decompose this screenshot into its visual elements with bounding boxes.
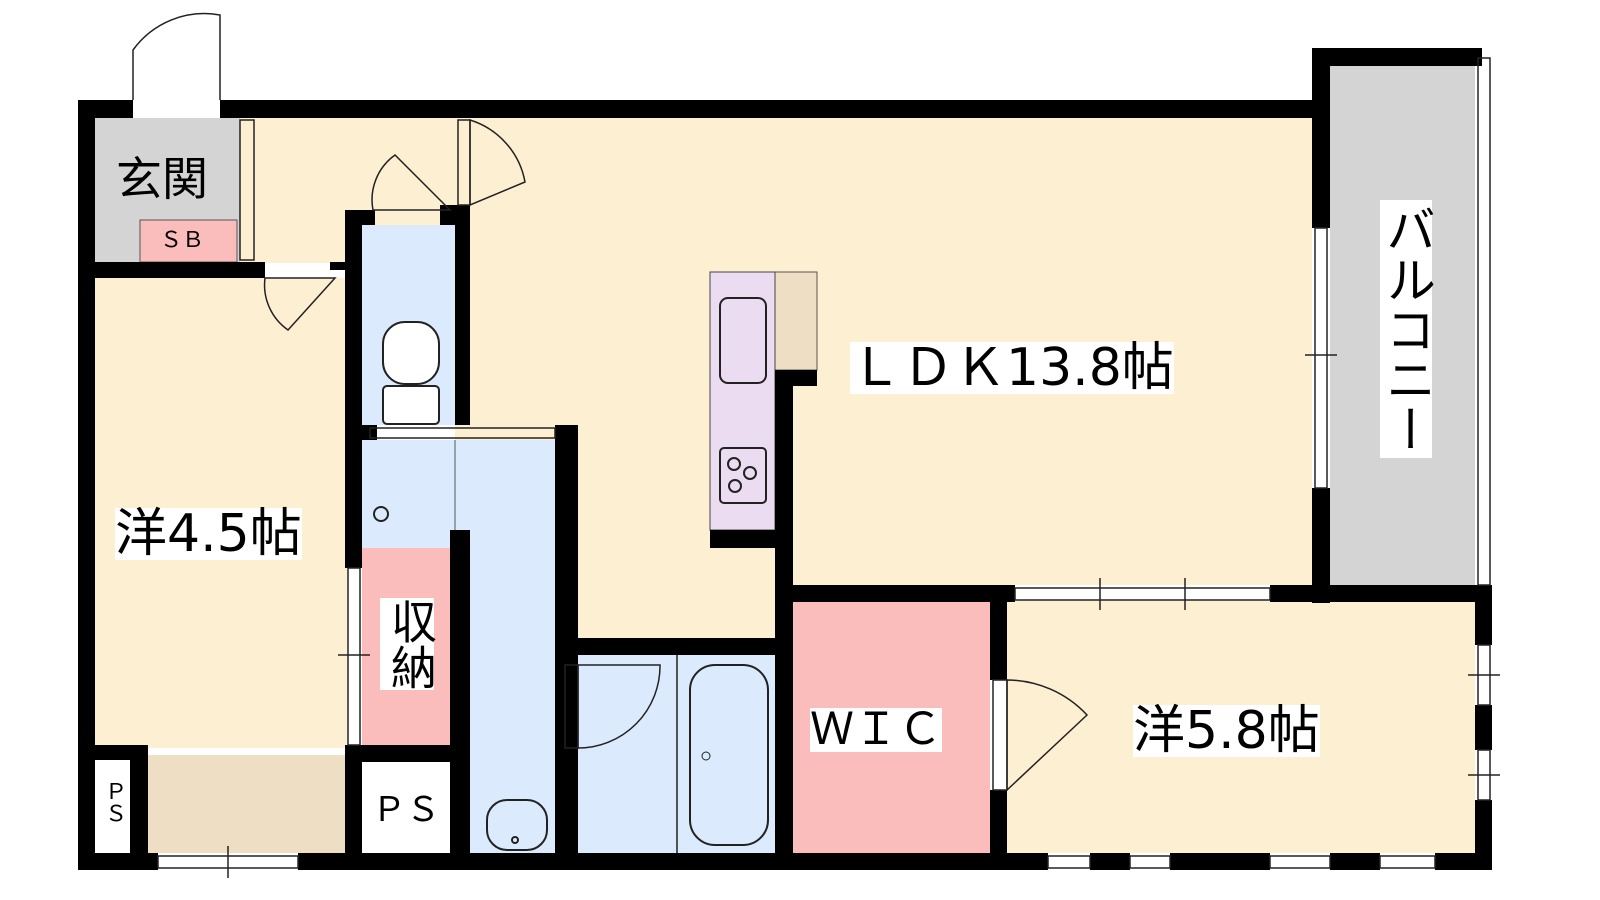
ldk-window-south <box>1014 587 1271 601</box>
room-1-closet <box>148 755 346 853</box>
stove-icon <box>719 447 767 504</box>
counter-storage <box>774 271 818 371</box>
entrance-label: 玄関 <box>116 152 208 206</box>
toilet-door <box>371 154 452 211</box>
room-1-door <box>263 277 337 331</box>
sink-icon <box>719 297 767 384</box>
ldk-label: ＬＤＫ13.8帖 <box>850 338 1174 398</box>
ldk-door <box>469 118 526 207</box>
ps-left-box <box>95 760 130 853</box>
room-2-door <box>1006 679 1089 792</box>
walls <box>78 48 1492 870</box>
ps-center-label: ＰＳ <box>372 790 440 830</box>
doors-and-windows <box>132 12 1500 878</box>
washbasin-icon <box>486 799 548 851</box>
kitchen-counter <box>709 271 776 531</box>
wic-label: ＷＩＣ <box>810 704 942 755</box>
shoe-box <box>139 219 238 263</box>
balcony-window <box>1314 227 1328 489</box>
shoe-box-label: ＳＢ <box>160 228 205 253</box>
storage-label: 収納 <box>380 598 438 690</box>
ps-left-label: ＰＳ <box>101 780 126 824</box>
room-1-label: 洋4.5帖 <box>115 504 302 564</box>
balcony-label: バルコニー <box>1378 200 1436 458</box>
bathtub-icon <box>689 664 769 846</box>
room-2-label: 洋5.8帖 <box>1133 701 1320 761</box>
bath-door <box>577 664 661 749</box>
toilet-icon <box>382 321 440 425</box>
entry-door <box>132 12 221 100</box>
